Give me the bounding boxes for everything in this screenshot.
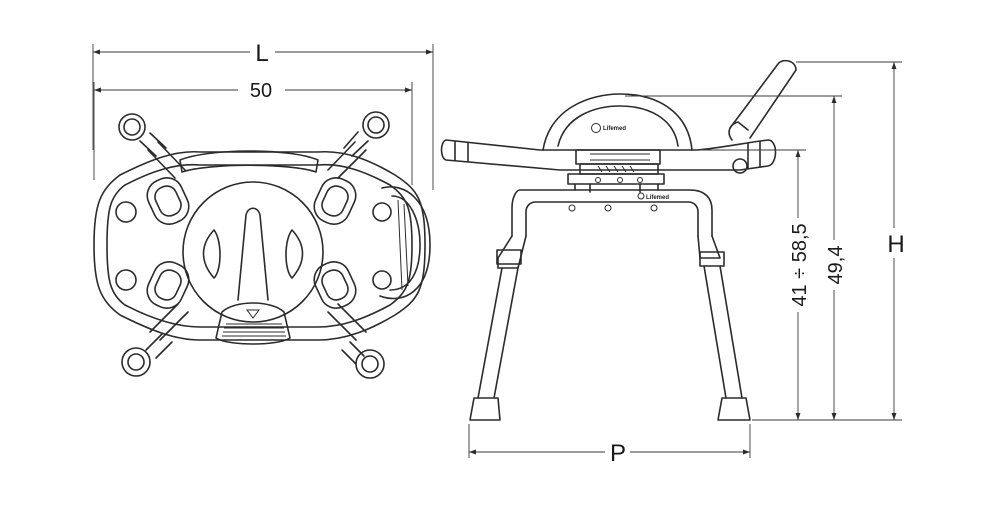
dimension-label-h: H: [887, 231, 904, 258]
swivel-mechanism: [567, 149, 665, 193]
triangle-icon: [246, 309, 260, 319]
frame-crossbar: [511, 189, 713, 237]
leg-left: [469, 235, 527, 421]
dimension-label-p: P: [610, 440, 626, 467]
backrest-handle: [729, 59, 797, 139]
dimension-l: L: [92, 40, 434, 190]
dimension-seat-height: 49,4: [625, 95, 847, 421]
swivel-disc: [182, 181, 324, 323]
top-view: L 50: [92, 40, 434, 379]
dimension-label-50: 50: [250, 80, 272, 102]
grip-handle: [179, 150, 319, 173]
dimension-p: P: [468, 424, 751, 467]
seat-outline: [93, 150, 426, 341]
leg-back-right: [327, 303, 385, 379]
release-lever[interactable]: [215, 302, 291, 345]
dimension-label-seat-height: 49,4: [825, 246, 847, 285]
dimension-seat-range: 41 ÷ 58,5: [700, 149, 811, 421]
drain-slots: [115, 177, 392, 309]
svg-text:Lifemed: Lifemed: [646, 195, 669, 201]
brand-logo: Lifemed: [591, 123, 626, 133]
lever-ribs: [222, 323, 286, 341]
leg-front-left: [118, 113, 186, 179]
seat-tube: [440, 139, 777, 171]
side-view: Lifemed Lifemed: [440, 59, 905, 467]
leg-front-right: [327, 111, 390, 179]
side-handle: [379, 186, 431, 300]
dimension-h: H: [752, 61, 905, 421]
frame-logo: Lifemed: [637, 192, 669, 201]
svg-text:Lifemed: Lifemed: [603, 126, 626, 132]
dimension-label-seat-range: 41 ÷ 58,5: [789, 223, 811, 306]
dimension-label-l: L: [255, 40, 268, 67]
seat-dome: [542, 93, 693, 151]
dimension-50: 50: [93, 80, 413, 185]
leg-back-left: [121, 303, 189, 377]
leg-right: [697, 235, 751, 421]
